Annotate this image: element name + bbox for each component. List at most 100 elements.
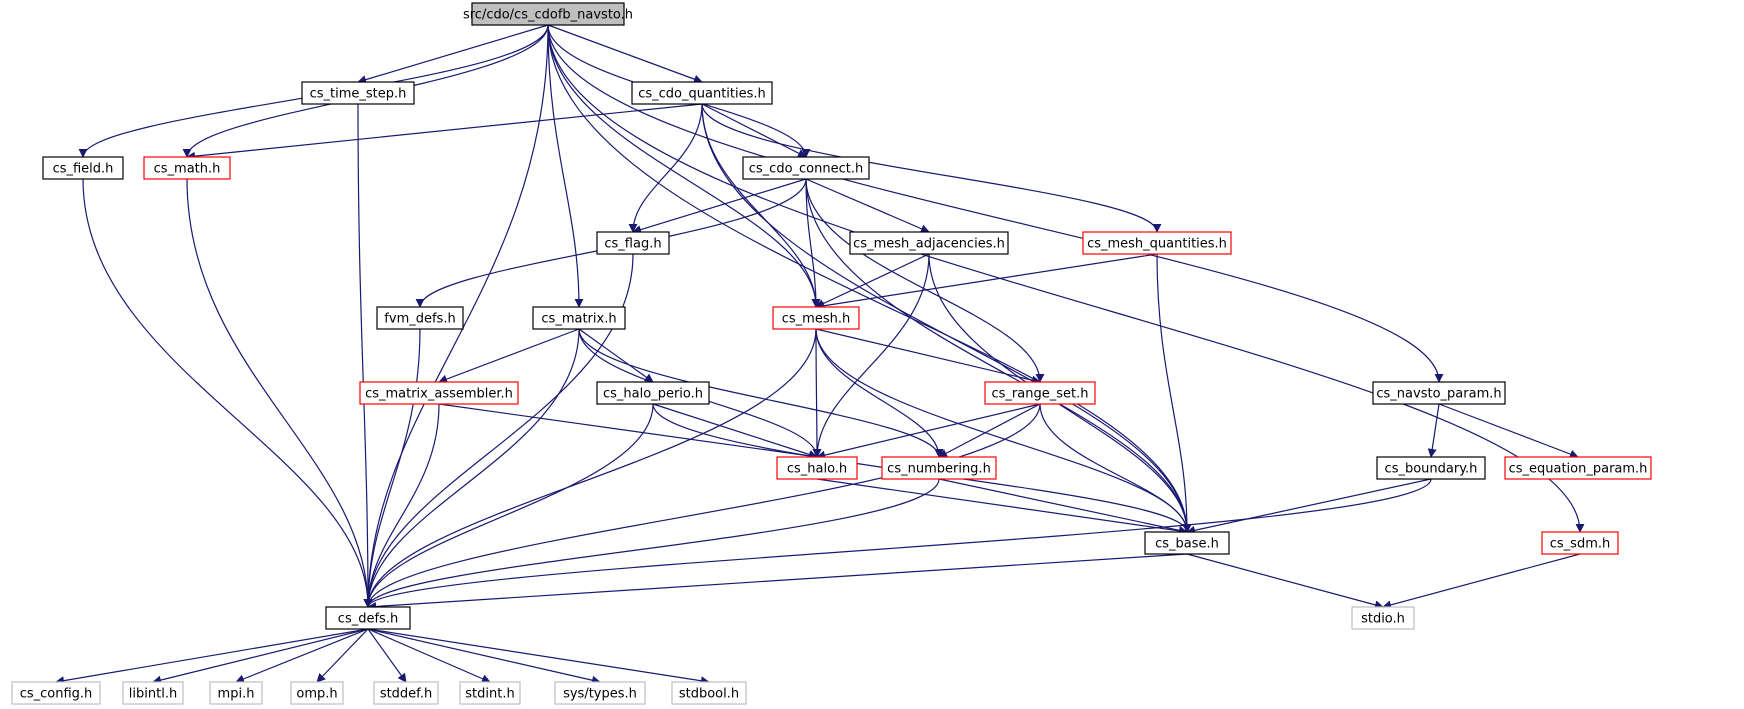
node-matrix_assembler-box (359, 381, 519, 405)
node-cdo_quantities[interactable]: cs_cdo_quantities.h (631, 81, 773, 105)
node-stdint: stdint.h (459, 681, 521, 705)
edge-time_step-to-defs (357, 103, 373, 608)
node-matrix_assembler[interactable]: cs_matrix_assembler.h (359, 381, 519, 405)
edge-navsto_param-to-equation_param (1438, 403, 1579, 459)
node-mesh[interactable]: cs_mesh.h (772, 306, 860, 330)
node-time_step[interactable]: cs_time_step.h (301, 81, 415, 105)
node-mesh_quantities[interactable]: cs_mesh_quantities.h (1082, 231, 1232, 255)
edge-root-to-cdo_quantities (547, 24, 703, 84)
edge-field-to-defs (82, 178, 373, 608)
node-sdm-box (1541, 531, 1619, 555)
node-stddef-label: stddef.h (380, 687, 432, 702)
node-equation_param[interactable]: cs_equation_param.h (1504, 456, 1652, 480)
node-flag-label: cs_flag.h (604, 237, 661, 252)
node-halo[interactable]: cs_halo.h (776, 456, 858, 480)
edge-range_set-to-base (1039, 403, 1192, 533)
edge-cdo_connect-to-mesh_adjacencies (805, 178, 930, 233)
edge-boundary-to-defs (363, 478, 1432, 608)
edge-numbering-to-base (938, 478, 1188, 535)
node-sdm[interactable]: cs_sdm.h (1541, 531, 1619, 555)
node-field[interactable]: cs_field.h (42, 156, 124, 180)
edge-halo-to-base (816, 478, 1188, 536)
edge-range_set-to-halo (816, 403, 1041, 460)
node-root[interactable]: src/cdo/cs_cdofb_navsto.h (463, 2, 633, 26)
node-navsto_param-label: cs_navsto_param.h (1376, 387, 1501, 402)
node-libintl-label: libintl.h (129, 687, 177, 702)
node-range_set-box (984, 381, 1096, 405)
edge-defs-to-systypes (367, 628, 601, 685)
edge-cdo_quantities-to-math (186, 103, 703, 161)
node-stddef-box (373, 681, 439, 705)
node-omp: omp.h (290, 681, 344, 705)
node-mesh-box (772, 306, 860, 330)
edge-matrix-to-matrix_assembler (438, 328, 580, 384)
edge-mesh_adjacencies-to-halo (812, 253, 930, 458)
edge-root-to-time_step (357, 24, 549, 84)
node-halo-label: cs_halo.h (787, 462, 847, 477)
node-math[interactable]: cs_math.h (143, 156, 231, 180)
edge-boundary-to-base (1186, 478, 1432, 535)
node-defs-box (325, 606, 411, 630)
edge-matrix-to-defs (363, 328, 580, 608)
edge-base-to-defs (367, 553, 1188, 611)
node-systypes: sys/types.h (554, 681, 646, 705)
node-systypes-label: sys/types.h (563, 687, 637, 702)
node-libintl: libintl.h (122, 681, 184, 705)
node-root-box (471, 2, 625, 26)
edge-mesh_quantities-to-mesh (815, 253, 1158, 311)
node-field-label: cs_field.h (53, 162, 114, 177)
edge-sdm-to-stdio (1382, 553, 1581, 610)
node-mesh_quantities-label: cs_mesh_quantities.h (1087, 237, 1227, 252)
node-navsto_param[interactable]: cs_navsto_param.h (1372, 381, 1506, 405)
edge-fvm_defs-to-defs (363, 328, 421, 608)
node-defs-label: cs_defs.h (338, 612, 398, 627)
node-boundary-label: cs_boundary.h (1385, 462, 1478, 477)
node-mesh_adjacencies[interactable]: cs_mesh_adjacencies.h (849, 231, 1009, 255)
node-fvm_defs-label: fvm_defs.h (384, 312, 455, 327)
edge-navsto_param-to-boundary (1427, 403, 1440, 458)
node-matrix[interactable]: cs_matrix.h (532, 306, 626, 330)
node-defs[interactable]: cs_defs.h (325, 606, 411, 630)
edge-numbering-to-defs (363, 478, 940, 608)
node-flag[interactable]: cs_flag.h (596, 231, 670, 255)
edge-mesh-to-base (815, 328, 1192, 533)
node-time_step-box (301, 81, 415, 105)
edges-layer (55, 24, 1585, 686)
edge-mesh-to-range_set (815, 328, 1041, 385)
node-range_set[interactable]: cs_range_set.h (984, 381, 1096, 405)
edge-cdo_quantities-to-base (701, 103, 1192, 533)
node-mpi: mpi.h (209, 681, 263, 705)
edge-mesh-to-defs (363, 328, 817, 608)
node-stdbool-label: stdbool.h (679, 687, 739, 702)
node-equation_param-box (1504, 456, 1652, 480)
node-field-box (42, 156, 124, 180)
node-stdio-label: stdio.h (1361, 612, 1405, 627)
node-config-box (11, 681, 101, 705)
node-numbering[interactable]: cs_numbering.h (881, 456, 997, 480)
node-base[interactable]: cs_base.h (1144, 531, 1230, 555)
node-base-box (1144, 531, 1230, 555)
edge-mesh_adjacencies-to-mesh (815, 253, 930, 308)
edge-cdo_quantities-to-mesh_quantities (701, 103, 1162, 233)
edge-defs-to-mpi (235, 628, 369, 684)
node-halo_perio[interactable]: cs_halo_perio.h (596, 381, 710, 405)
node-cdo_quantities-label: cs_cdo_quantities.h (638, 87, 766, 102)
node-mesh_adjacencies-box (849, 231, 1009, 255)
node-mesh_adjacencies-label: cs_mesh_adjacencies.h (853, 237, 1005, 252)
edge-halo_perio-to-halo (652, 403, 818, 459)
node-cdo_connect-label: cs_cdo_connect.h (749, 162, 863, 177)
edge-matrix_assembler-to-defs (363, 403, 440, 608)
node-math-box (143, 156, 231, 180)
node-fvm_defs[interactable]: fvm_defs.h (376, 306, 464, 330)
node-mpi-label: mpi.h (218, 687, 255, 702)
node-base-label: cs_base.h (1155, 537, 1219, 552)
node-matrix-label: cs_matrix.h (541, 312, 616, 327)
edge-matrix-to-halo_perio (578, 328, 654, 383)
node-libintl-box (122, 681, 184, 705)
node-cdo_connect[interactable]: cs_cdo_connect.h (742, 156, 870, 180)
node-cdo_connect-box (742, 156, 870, 180)
node-boundary[interactable]: cs_boundary.h (1376, 456, 1486, 480)
node-cdo_quantities-box (631, 81, 773, 105)
node-stdbool: stdbool.h (671, 681, 747, 705)
